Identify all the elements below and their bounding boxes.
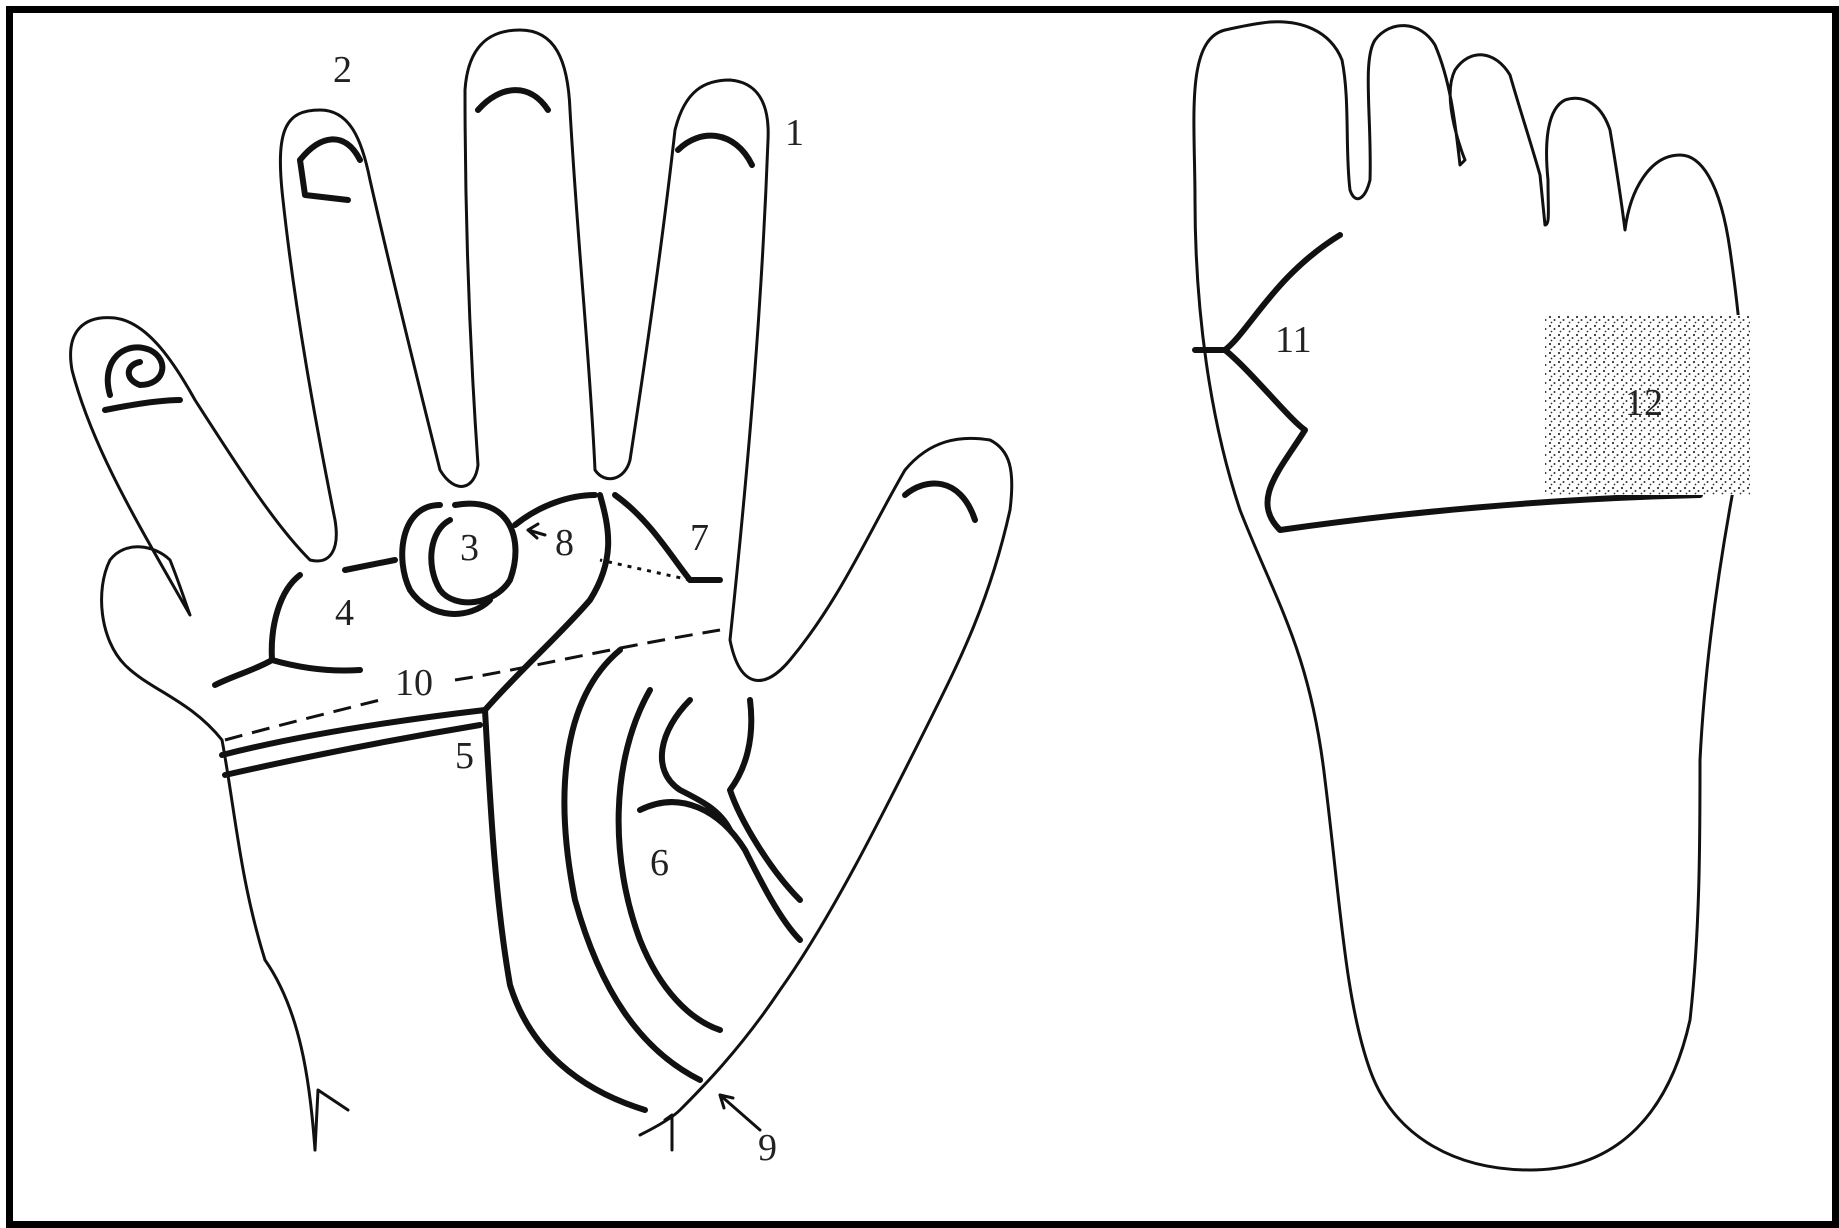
crease-5-main [222, 710, 645, 1110]
fingertip-middle [478, 90, 548, 110]
arrow-8 [528, 524, 545, 538]
hand-drawing [71, 30, 1012, 1150]
label-6: 6 [650, 842, 669, 884]
fingertip-ring-2 [300, 139, 360, 160]
loop-3-right [515, 495, 595, 525]
label-9: 9 [758, 1127, 777, 1169]
fingertip-thumb [905, 483, 975, 520]
crease-5-parallel [225, 725, 480, 775]
arrow-9 [720, 1095, 760, 1130]
label-8: 8 [555, 522, 574, 564]
label-5: 5 [455, 735, 474, 777]
thenar-arc-3 [662, 700, 730, 830]
loop-3-stem [345, 560, 395, 570]
label-3: 3 [460, 527, 479, 569]
label-10: 10 [395, 662, 433, 704]
foot-outline [1194, 22, 1743, 1170]
label-4: 4 [335, 592, 354, 634]
thenar-arc-2 [619, 690, 720, 1030]
label-1: 1 [785, 112, 804, 154]
hand-outline [71, 30, 1012, 1150]
label-7: 7 [690, 517, 709, 559]
fingertip-index [678, 136, 752, 165]
foot-drawing [1194, 22, 1750, 1170]
wrist-line-left [315, 1090, 348, 1150]
label-2: 2 [333, 49, 352, 91]
label-11: 11 [1275, 319, 1312, 361]
fingertip-ring-2-base [300, 160, 348, 200]
thenar-arc-3b [730, 700, 800, 900]
label-12: 12 [1625, 382, 1663, 424]
crease-7-a [615, 495, 690, 580]
crease-8-7 [485, 495, 608, 710]
